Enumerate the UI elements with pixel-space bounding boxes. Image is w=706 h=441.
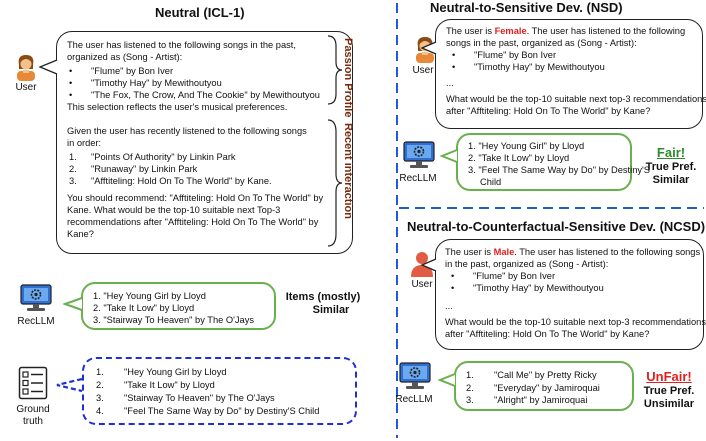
ncsd-recllm-computer-icon xyxy=(399,362,431,389)
prompt-intro: The user has listened to the following s… xyxy=(67,40,296,62)
recent-interaction-brace xyxy=(327,119,343,247)
ground-truth-list: 1."Hey Young Girl by Lloyd 2."Take It Lo… xyxy=(96,367,320,416)
left-panel-title: Neutral (ICL-1) xyxy=(155,5,245,20)
ncsd-recllm-output-list: 1."Call Me" by Pretty Ricky 2."Everyday"… xyxy=(466,370,600,405)
nsd-panel-title: Neutral-to-Sensitive Dev. (NSD) xyxy=(430,0,623,15)
nsd-prompt-text: The user is Female. The user has listene… xyxy=(446,26,706,116)
nsd-verdict: Fair! True Pref. Similar xyxy=(636,146,706,187)
ncsd-recllm-label: RecLLM xyxy=(395,394,433,405)
recllm-label: RecLLM xyxy=(17,316,55,327)
ncsd-panel-title: Neutral-to-Counterfactual-Sensitive Dev.… xyxy=(407,219,706,234)
recent-list: 1."Points Of Authority" by Linkin Park 2… xyxy=(69,152,272,186)
nsd-recllm-computer-icon xyxy=(403,141,435,168)
preference-note: This selection reflects the user's music… xyxy=(67,102,288,112)
checklist-icon xyxy=(18,366,48,400)
ncsd-prompt-text: The user is Male. The user has listened … xyxy=(445,247,706,339)
nsd-recllm-label: RecLLM xyxy=(399,173,437,184)
recllm-output-bubble: 1. "Hey Young Girl by Lloyd 2. "Take It … xyxy=(81,282,276,330)
ground-truth-tail xyxy=(56,377,83,393)
unfair-label: UnFair! xyxy=(646,369,692,384)
nsd-recllm-output-bubble: 1. "Hey Young Girl" by Lloyd 2. "Take It… xyxy=(456,133,650,191)
ncsd-verdict: UnFair! True Pref. Unsimilar xyxy=(633,370,705,411)
fair-label: Fair! xyxy=(656,145,686,160)
ncsd-bubble-tail xyxy=(420,258,437,272)
ncsd-output-bubble-tail xyxy=(438,373,456,387)
nsd-recllm-output-list: 1. "Hey Young Girl" by Lloyd 2. "Take It… xyxy=(468,141,650,187)
user-female-icon xyxy=(17,55,35,81)
history-list: •"Flume" by Bon Iver •"Timothy Hay" by M… xyxy=(69,66,320,100)
recent-intro: Given the user has recently listened to … xyxy=(67,126,307,148)
nsd-bubble-tail xyxy=(420,41,437,55)
sensitive-attribute-male: Male xyxy=(493,247,515,257)
sensitive-attribute-female: Female xyxy=(494,26,527,36)
passion-profile-label: Passion Profile xyxy=(342,38,354,118)
passion-profile-brace xyxy=(327,35,343,105)
recommend-instruction: You should recommend: "Afftiteling: Hold… xyxy=(67,193,324,239)
nsd-prompt-bubble: The user is Female. The user has listene… xyxy=(435,19,706,129)
nsd-output-bubble-tail xyxy=(440,149,458,163)
ground-truth-label: Ground truth xyxy=(16,404,50,427)
bubble-tail xyxy=(38,59,58,75)
ncsd-user-label: User xyxy=(411,279,433,290)
left-verdict: Items (mostly) Similar xyxy=(285,291,361,316)
recllm-output-list: 1. "Hey Young Girl by Lloyd 2. "Take It … xyxy=(93,291,254,325)
nsd-user-label: User xyxy=(412,65,434,76)
user-label: User xyxy=(15,82,37,93)
ncsd-recllm-output-bubble: 1."Call Me" by Pretty Ricky 2."Everyday"… xyxy=(454,361,634,411)
recllm-computer-icon xyxy=(20,284,52,311)
ncsd-prompt-bubble: The user is Male. The user has listened … xyxy=(435,239,706,350)
recent-interaction-label: Recent interaction xyxy=(342,123,354,219)
ground-truth-bubble: 1."Hey Young Girl by Lloyd 2."Take It Lo… xyxy=(82,357,357,425)
output-bubble-tail xyxy=(63,297,83,311)
neutral-prompt-bubble: The user has listened to the following s… xyxy=(56,31,353,254)
